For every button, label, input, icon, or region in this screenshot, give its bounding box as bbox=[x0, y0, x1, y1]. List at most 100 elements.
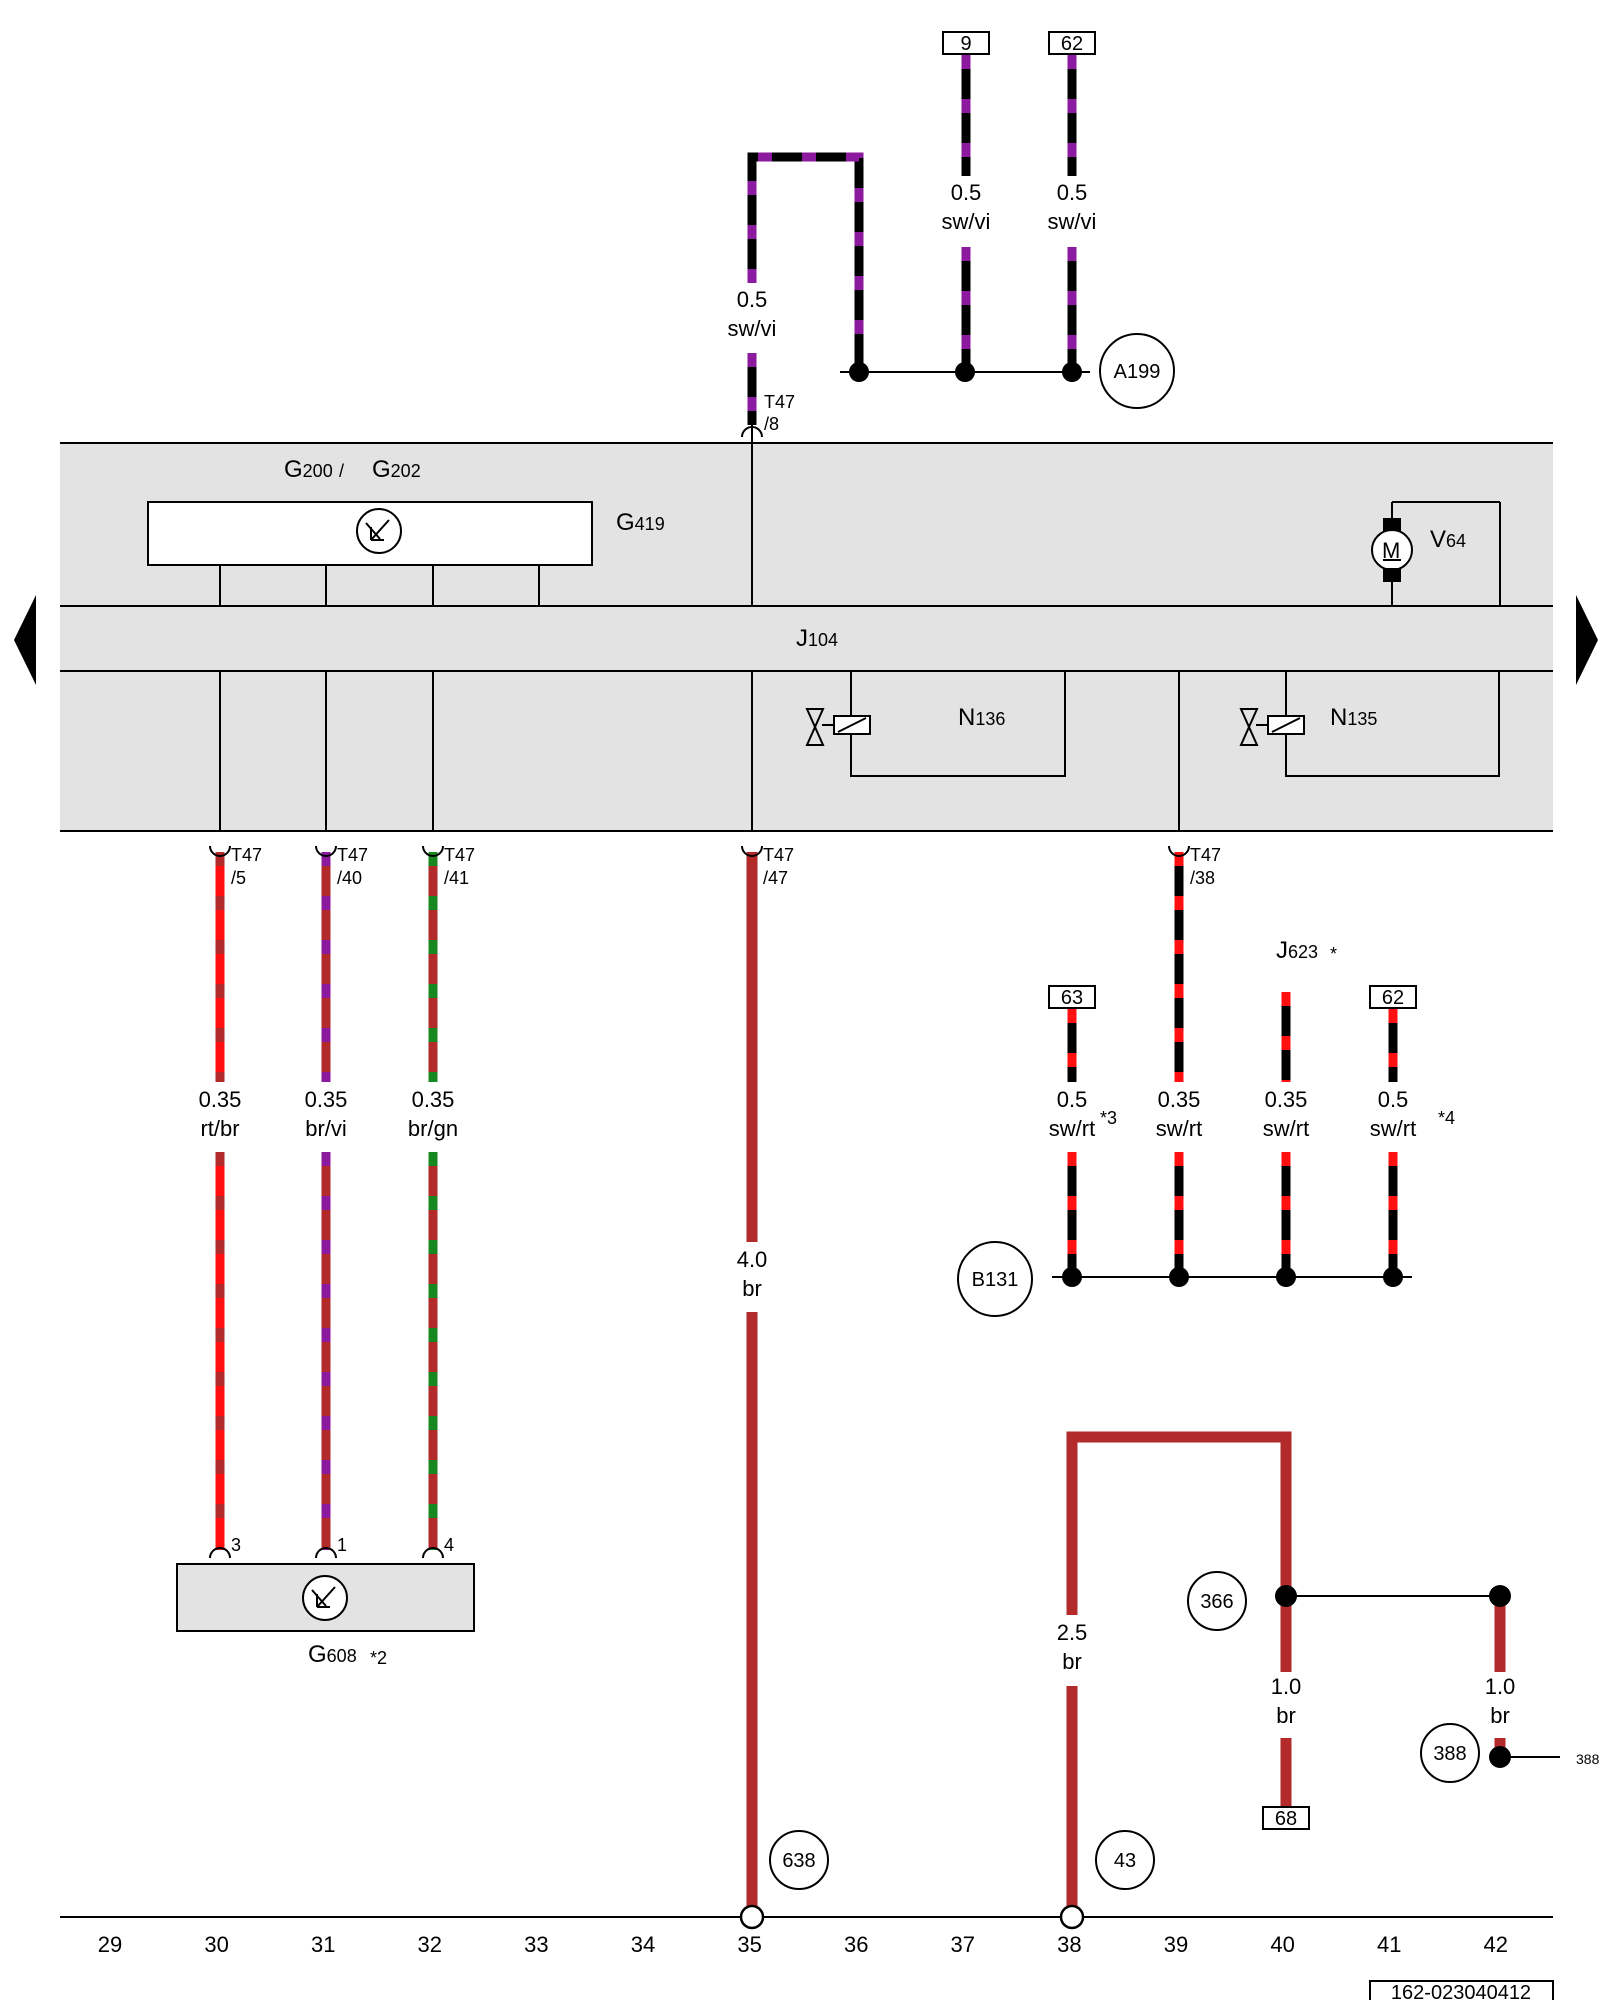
label-g200: G200 bbox=[284, 456, 333, 483]
ground-ref-a199: A199 bbox=[1114, 361, 1161, 383]
label-v64: V64 bbox=[1430, 526, 1466, 553]
column-number: 37 bbox=[951, 1932, 975, 1957]
splice-node bbox=[1276, 1267, 1296, 1287]
valve-icon bbox=[805, 708, 825, 746]
ground-point bbox=[1059, 1904, 1085, 1930]
wire-size-w38: 0.35 bbox=[1158, 1087, 1201, 1112]
ref-388-offpage: 388 bbox=[1576, 1751, 1600, 1767]
sensor-arrow-icon bbox=[311, 1586, 336, 1608]
connector-icons-lower bbox=[209, 845, 1190, 857]
note-w63: *3 bbox=[1100, 1108, 1117, 1128]
wire-color-w43: br bbox=[1062, 1649, 1082, 1674]
wire-size-w62a: 0.5 bbox=[1057, 180, 1088, 205]
previous-page-arrow-icon[interactable] bbox=[14, 595, 36, 685]
sensor-g608 bbox=[176, 1563, 475, 1632]
wire-color-w388: br bbox=[1490, 1703, 1510, 1728]
splice-node bbox=[1169, 1267, 1189, 1287]
connector-icon bbox=[741, 426, 763, 438]
column-number: 33 bbox=[524, 1932, 548, 1957]
valve-icon bbox=[1239, 708, 1259, 746]
column-number: 41 bbox=[1377, 1932, 1401, 1957]
module-j104-band bbox=[60, 606, 1553, 671]
motor-letter: M bbox=[1382, 538, 1400, 563]
ground-ref-b131: B131 bbox=[972, 1269, 1019, 1291]
terminal-63: 63 bbox=[1061, 987, 1083, 1009]
ground-ref-circle bbox=[1095, 1830, 1155, 1890]
pin-1: 1 bbox=[337, 1535, 347, 1555]
wire-color-w8: sw/vi bbox=[728, 316, 777, 341]
wire-color-w62a: sw/vi bbox=[1048, 209, 1097, 234]
column-number: 35 bbox=[737, 1932, 761, 1957]
label-j104: J104 bbox=[796, 625, 838, 652]
ground-ref-circle bbox=[769, 1830, 829, 1890]
terminal-box bbox=[1048, 31, 1096, 55]
wire-color-w366: br bbox=[1276, 1703, 1296, 1728]
ground-ref-638: 638 bbox=[782, 1850, 815, 1872]
terminal-68: 68 bbox=[1275, 1808, 1297, 1830]
label-n136: N136 bbox=[958, 704, 1005, 731]
wire-size-w43: 2.5 bbox=[1057, 1620, 1088, 1645]
column-number: 32 bbox=[418, 1932, 442, 1957]
splice-node bbox=[849, 362, 869, 382]
column-number: 31 bbox=[311, 1932, 335, 1957]
terminal-62-right: 62 bbox=[1382, 987, 1404, 1009]
splice-node bbox=[1383, 1267, 1403, 1287]
sensor-arrow-icon bbox=[365, 519, 390, 541]
wire-size-w63: 0.5 bbox=[1057, 1087, 1088, 1112]
column-number: 29 bbox=[98, 1932, 122, 1957]
wire-size-w388: 1.0 bbox=[1485, 1674, 1516, 1699]
connector-t47-8-b: /8 bbox=[764, 414, 779, 434]
splice-node bbox=[955, 362, 975, 382]
terminal-62-top: 62 bbox=[1061, 33, 1083, 55]
wire-size-w366: 1.0 bbox=[1271, 1674, 1302, 1699]
connector-t47-38-a: T47 bbox=[1190, 845, 1221, 865]
module-lower-section bbox=[60, 671, 1553, 831]
connector-t47-41-a: T47 bbox=[444, 845, 475, 865]
column-number: 34 bbox=[631, 1932, 655, 1957]
ground-ref-43: 43 bbox=[1114, 1850, 1136, 1872]
connector-t47-47-b: /47 bbox=[763, 868, 788, 888]
terminal-box bbox=[942, 31, 990, 55]
splice-node bbox=[1275, 1585, 1297, 1607]
motor-v64: M bbox=[1371, 501, 1501, 606]
label-n135: N135 bbox=[1330, 704, 1377, 731]
connector-t47-8-a: T47 bbox=[764, 392, 795, 412]
wire-w8-upper-stripe bbox=[747, 152, 864, 372]
wire-color-w38: sw/rt bbox=[1156, 1116, 1202, 1141]
column-number: 40 bbox=[1270, 1932, 1294, 1957]
column-number: 38 bbox=[1057, 1932, 1081, 1957]
splice-node bbox=[1062, 1267, 1082, 1287]
connector-t47-5-b: /5 bbox=[231, 868, 246, 888]
ground-ref-388: 388 bbox=[1433, 1743, 1466, 1765]
wire-w43-upper bbox=[1066, 1431, 1292, 1615]
wire-size-wj623: 0.35 bbox=[1265, 1087, 1308, 1112]
terminal-box bbox=[1262, 1806, 1310, 1830]
label-g608: G608 bbox=[308, 1641, 357, 1668]
connector-t47-38-b: /38 bbox=[1190, 868, 1215, 888]
wire-color-w40: br/vi bbox=[305, 1116, 347, 1141]
label-g419: G419 bbox=[616, 509, 665, 536]
wire-color-w63: sw/rt bbox=[1049, 1116, 1095, 1141]
column-number: 30 bbox=[204, 1932, 228, 1957]
ground-ref-circle bbox=[957, 1241, 1033, 1317]
wire-color-wj623: sw/rt bbox=[1263, 1116, 1309, 1141]
column-number: 36 bbox=[844, 1932, 868, 1957]
document-id: 162-023040412 bbox=[1391, 1982, 1531, 2000]
wire-color-w62b: sw/rt bbox=[1370, 1116, 1416, 1141]
wire-color-w41: br/gn bbox=[408, 1116, 458, 1141]
wire-size-w8: 0.5 bbox=[737, 287, 768, 312]
wire-color-w47: br bbox=[742, 1276, 762, 1301]
splice-node bbox=[1062, 362, 1082, 382]
wire-size-w5: 0.35 bbox=[199, 1087, 242, 1112]
connector-t47-41-b: /41 bbox=[444, 868, 469, 888]
terminal-9: 9 bbox=[960, 33, 971, 55]
connector-t47-47-a: T47 bbox=[763, 845, 794, 865]
connector-t47-40-a: T47 bbox=[337, 845, 368, 865]
label-g202: G202 bbox=[372, 456, 421, 483]
wire-size-w62b: 0.5 bbox=[1378, 1087, 1409, 1112]
next-page-arrow-icon[interactable] bbox=[1576, 595, 1598, 685]
column-number: 39 bbox=[1164, 1932, 1188, 1957]
control-module bbox=[60, 442, 1553, 832]
document-id-box bbox=[1369, 1980, 1554, 2000]
